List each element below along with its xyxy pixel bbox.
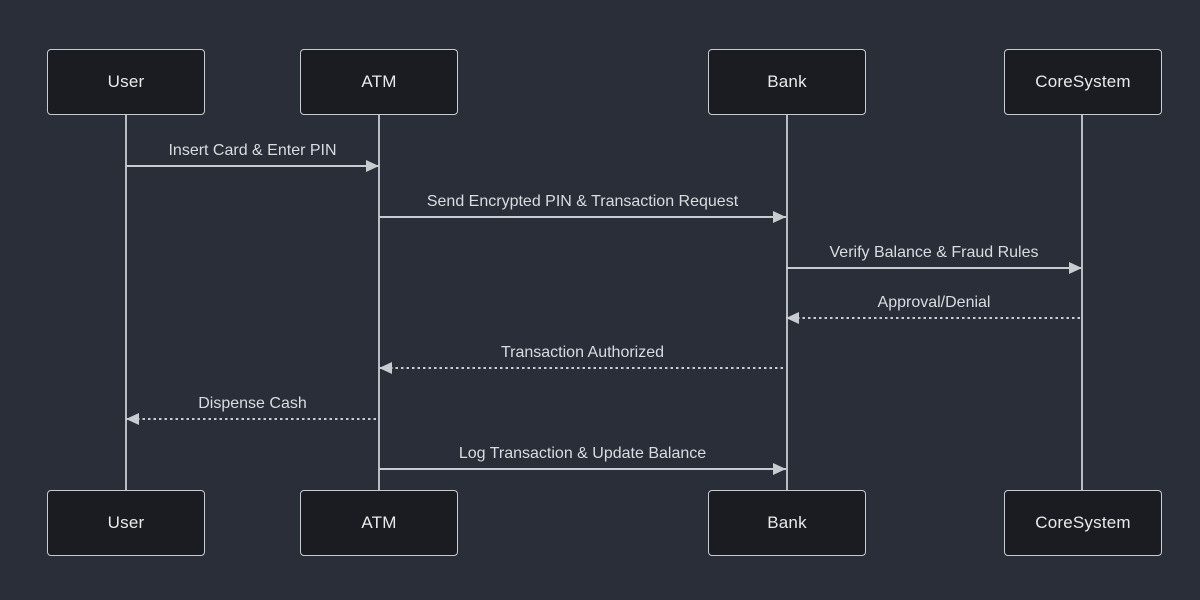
actor-box-user-bottom: User [47,490,205,556]
message-label: Log Transaction & Update Balance [458,445,707,462]
actor-label-coresystem: CoreSystem [1035,72,1131,91]
actor-label-atm: ATM [361,513,397,532]
actor-box-bank-bottom: Bank [708,490,866,556]
message-line [126,418,379,420]
actor-box-coresystem-bottom: CoreSystem [1004,490,1162,556]
actor-box-atm-top: ATM [300,49,458,115]
arrowhead-left-icon [126,413,139,425]
actor-box-coresystem-top: CoreSystem [1004,49,1162,115]
message-line [379,367,786,369]
message-line [379,468,786,470]
lifeline-bank [786,115,788,490]
message-line [786,267,1082,269]
actor-label-bank: Bank [767,513,807,532]
arrowhead-right-icon [773,211,786,223]
arrowhead-left-icon [786,312,799,324]
message-label: Approval/Denial [877,294,991,311]
message-line [786,317,1082,319]
message-send-encrypted-pin: Send Encrypted PIN & Transaction Request [379,193,786,223]
actor-label-user: User [107,513,145,532]
lifeline-coresystem [1081,115,1083,490]
message-label: Send Encrypted PIN & Transaction Request [426,193,739,210]
message-label: Transaction Authorized [500,344,665,361]
actor-label-atm: ATM [361,72,397,91]
actor-label-coresystem: CoreSystem [1035,513,1131,532]
lifeline-atm [378,115,380,490]
message-verify-balance-fraud-rules: Verify Balance & Fraud Rules [786,244,1082,274]
message-label: Insert Card & Enter PIN [168,142,337,159]
actor-box-user-top: User [47,49,205,115]
actor-box-atm-bottom: ATM [300,490,458,556]
actor-box-bank-top: Bank [708,49,866,115]
arrowhead-left-icon [379,362,392,374]
message-insert-card-enter-pin: Insert Card & Enter PIN [126,142,379,172]
message-line [379,216,786,218]
arrowhead-right-icon [1069,262,1082,274]
message-label: Verify Balance & Fraud Rules [829,244,1039,261]
message-line [126,165,379,167]
message-transaction-authorized: Transaction Authorized [379,344,786,374]
message-approval-denial: Approval/Denial [786,294,1082,324]
message-dispense-cash: Dispense Cash [126,395,379,425]
actor-label-user: User [107,72,145,91]
message-log-transaction-update-balance: Log Transaction & Update Balance [379,445,786,475]
lifeline-user [125,115,127,490]
arrowhead-right-icon [366,160,379,172]
arrowhead-right-icon [773,463,786,475]
actor-label-bank: Bank [767,72,807,91]
message-label: Dispense Cash [198,395,307,412]
